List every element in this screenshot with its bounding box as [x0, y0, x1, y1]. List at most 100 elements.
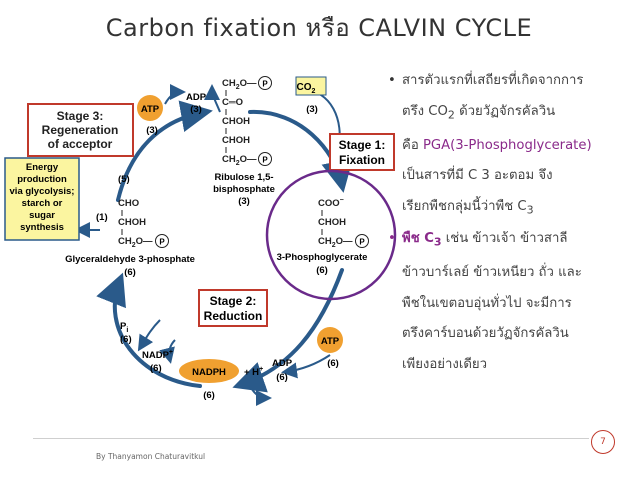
svg-text:CH2O—: CH2O— — [222, 154, 257, 167]
g3p-p-icon — [155, 234, 169, 248]
h-plus-label: + H — [244, 367, 259, 378]
pga-highlight-circle — [265, 169, 397, 301]
pga-label: 3-Phosphoglycerate — [277, 252, 368, 263]
energy-line3: via glycolysis; — [10, 186, 75, 197]
energy-line5: sugar — [29, 210, 55, 221]
note1-line5: เรียกพืชกลุ่มนี้ว่าพืช C3 — [402, 192, 630, 226]
stage3-box — [27, 103, 134, 157]
stage2-line1: Stage 2: — [210, 294, 257, 308]
note1-line4: เป็นสารที่มี C 3 อะตอม จึง — [402, 168, 553, 184]
stage1-box — [329, 133, 395, 171]
note2-line1-b: เช่น ข้าวเจ้า ข้าวสาลี — [441, 231, 568, 246]
co2-count: (3) — [306, 104, 318, 115]
note2-line4: ตรึงคาร์บอนด้วยวัฏจักรคัลวิน — [402, 326, 569, 342]
atp-right-circle — [317, 327, 343, 353]
note1-line3-b: (3-Phosphoglycerate) — [450, 137, 592, 153]
adp-bottom-label: ADP — [272, 358, 293, 369]
g3p-label: Glyceraldehyde 3-phosphate — [65, 254, 195, 265]
rubp-label2: bisphosphate — [213, 184, 275, 195]
slide-title: Carbon fixation หรือ CALVIN CYCLE — [105, 14, 533, 42]
bullet-1: • — [388, 73, 396, 88]
atp-top-label: ATP — [141, 104, 160, 115]
energy-line4: starch or — [22, 198, 63, 209]
pga-l3: CH — [318, 236, 332, 247]
note1-line2: ตรึง CO2 ด้วยวัฏจักรคัลวิน — [402, 97, 630, 131]
stage2-box — [198, 289, 268, 327]
svg-text:CH2O—: CH2O— — [222, 78, 257, 91]
atp-top-count: (3) — [146, 125, 158, 136]
pi-label: P — [120, 321, 127, 332]
pga-l1-sup: − — [340, 197, 344, 204]
adp-top-label: ADP — [186, 92, 207, 103]
note1-line3-a: คือ — [402, 137, 423, 153]
rubp-l2: C═O — [222, 97, 243, 108]
co2-sub: 2 — [312, 88, 316, 95]
rubp-p1-icon — [258, 76, 272, 90]
note2-line3: พืชในเขตอบอุ่นทั่วไป จะมีการ — [402, 295, 572, 311]
rubp-l1-sub: 2 — [236, 84, 240, 91]
rubp-p1-label: P — [262, 80, 268, 89]
pi-sub: i — [126, 327, 128, 334]
pga-structure: COO− CHOH CH2O— — [318, 197, 353, 249]
stage3-line2: Regeneration — [42, 123, 119, 137]
pga-p-icon — [355, 234, 369, 248]
nadph-count: (6) — [203, 390, 215, 401]
stage3-line3: of acceptor — [48, 137, 113, 151]
pga-count: (6) — [316, 265, 328, 276]
stage1-line2: Fixation — [339, 153, 385, 167]
pga-l1: COO — [318, 198, 340, 209]
footer-rule — [33, 438, 589, 439]
note2-line5: เพียงอย่างเดียว — [402, 356, 488, 372]
atp-right-label: ATP — [321, 336, 340, 347]
rubp-structure: CH2O— C═O CHOH CHOH CH2O— — [222, 78, 257, 167]
rubp-l5: CH — [222, 154, 236, 165]
g3p-l3-end: O— — [136, 236, 153, 247]
rubp-p2-label: P — [262, 156, 268, 165]
rubp-l4: CHOH — [222, 135, 250, 146]
note1-line3: คือ PGA(3-Phosphoglycerate) — [402, 131, 630, 162]
note1-line1: สารตัวแรกที่เสถียรที่เกิดจากการ — [402, 73, 584, 88]
stage2-line2: Reduction — [204, 309, 263, 323]
nadp-label: NADP — [142, 350, 170, 361]
svg-text:CH2O—: CH2O— — [118, 236, 153, 249]
nadp-sup: + — [169, 349, 173, 356]
pga-p-label: P — [359, 238, 365, 247]
g3p-structure: CHO CHOH CH2O— — [118, 198, 153, 249]
svg-text:Pi: Pi — [120, 321, 128, 334]
note1-line5-sub: 3 — [526, 203, 534, 217]
rubp-label1: Ribulose 1,5- — [214, 172, 273, 183]
atp-top-circle — [137, 95, 163, 121]
g3p-l2: CHOH — [118, 217, 146, 228]
cycle-arrows — [96, 100, 353, 393]
rubp-l5-end: O— — [240, 154, 257, 165]
note1-line2-b: ด้วยวัฏจักรคัลวิน — [454, 103, 556, 119]
svg-text:CH2O—: CH2O— — [318, 236, 353, 249]
one-count: (1) — [96, 212, 108, 223]
bullet-2: • — [388, 231, 396, 246]
co2-box — [295, 76, 327, 96]
five-count: (5) — [118, 174, 130, 185]
stage1-line1: Stage 1: — [339, 138, 386, 152]
note2-line2: ข้าวบาร์เลย์ ข้าวเหนียว ถั่ว และ — [402, 265, 582, 281]
pga-l2: CHOH — [318, 217, 346, 228]
pga-l3-sub: 2 — [332, 242, 336, 249]
note1-pga: PGA — [422, 137, 451, 153]
note1-line2-a: ตรึง CO — [402, 103, 448, 119]
svg-text:+ H+: + H+ — [244, 366, 263, 378]
energy-line2: production — [17, 174, 67, 185]
pi-count: (6) — [120, 334, 132, 345]
g3p-count: (6) — [124, 267, 136, 278]
rubp-count: (3) — [238, 196, 250, 207]
rubp-p2-icon — [258, 152, 272, 166]
page-number: 7 — [591, 430, 615, 454]
note1-line2-sub: 2 — [447, 108, 455, 122]
note-paragraph-1: • สารตัวแรกที่เสถียรที่เกิดจากการ ตรึง C… — [388, 66, 630, 226]
energy-line6: synthesis — [20, 222, 64, 233]
adp-top-count: (3) — [190, 104, 202, 115]
h-plus-sup: + — [259, 366, 263, 373]
rubp-l3: CHOH — [222, 116, 250, 127]
note2-plant-c3-sub: 3 — [433, 235, 442, 249]
pga-l3-end: O— — [336, 236, 353, 247]
co2-label: CO — [297, 82, 312, 93]
